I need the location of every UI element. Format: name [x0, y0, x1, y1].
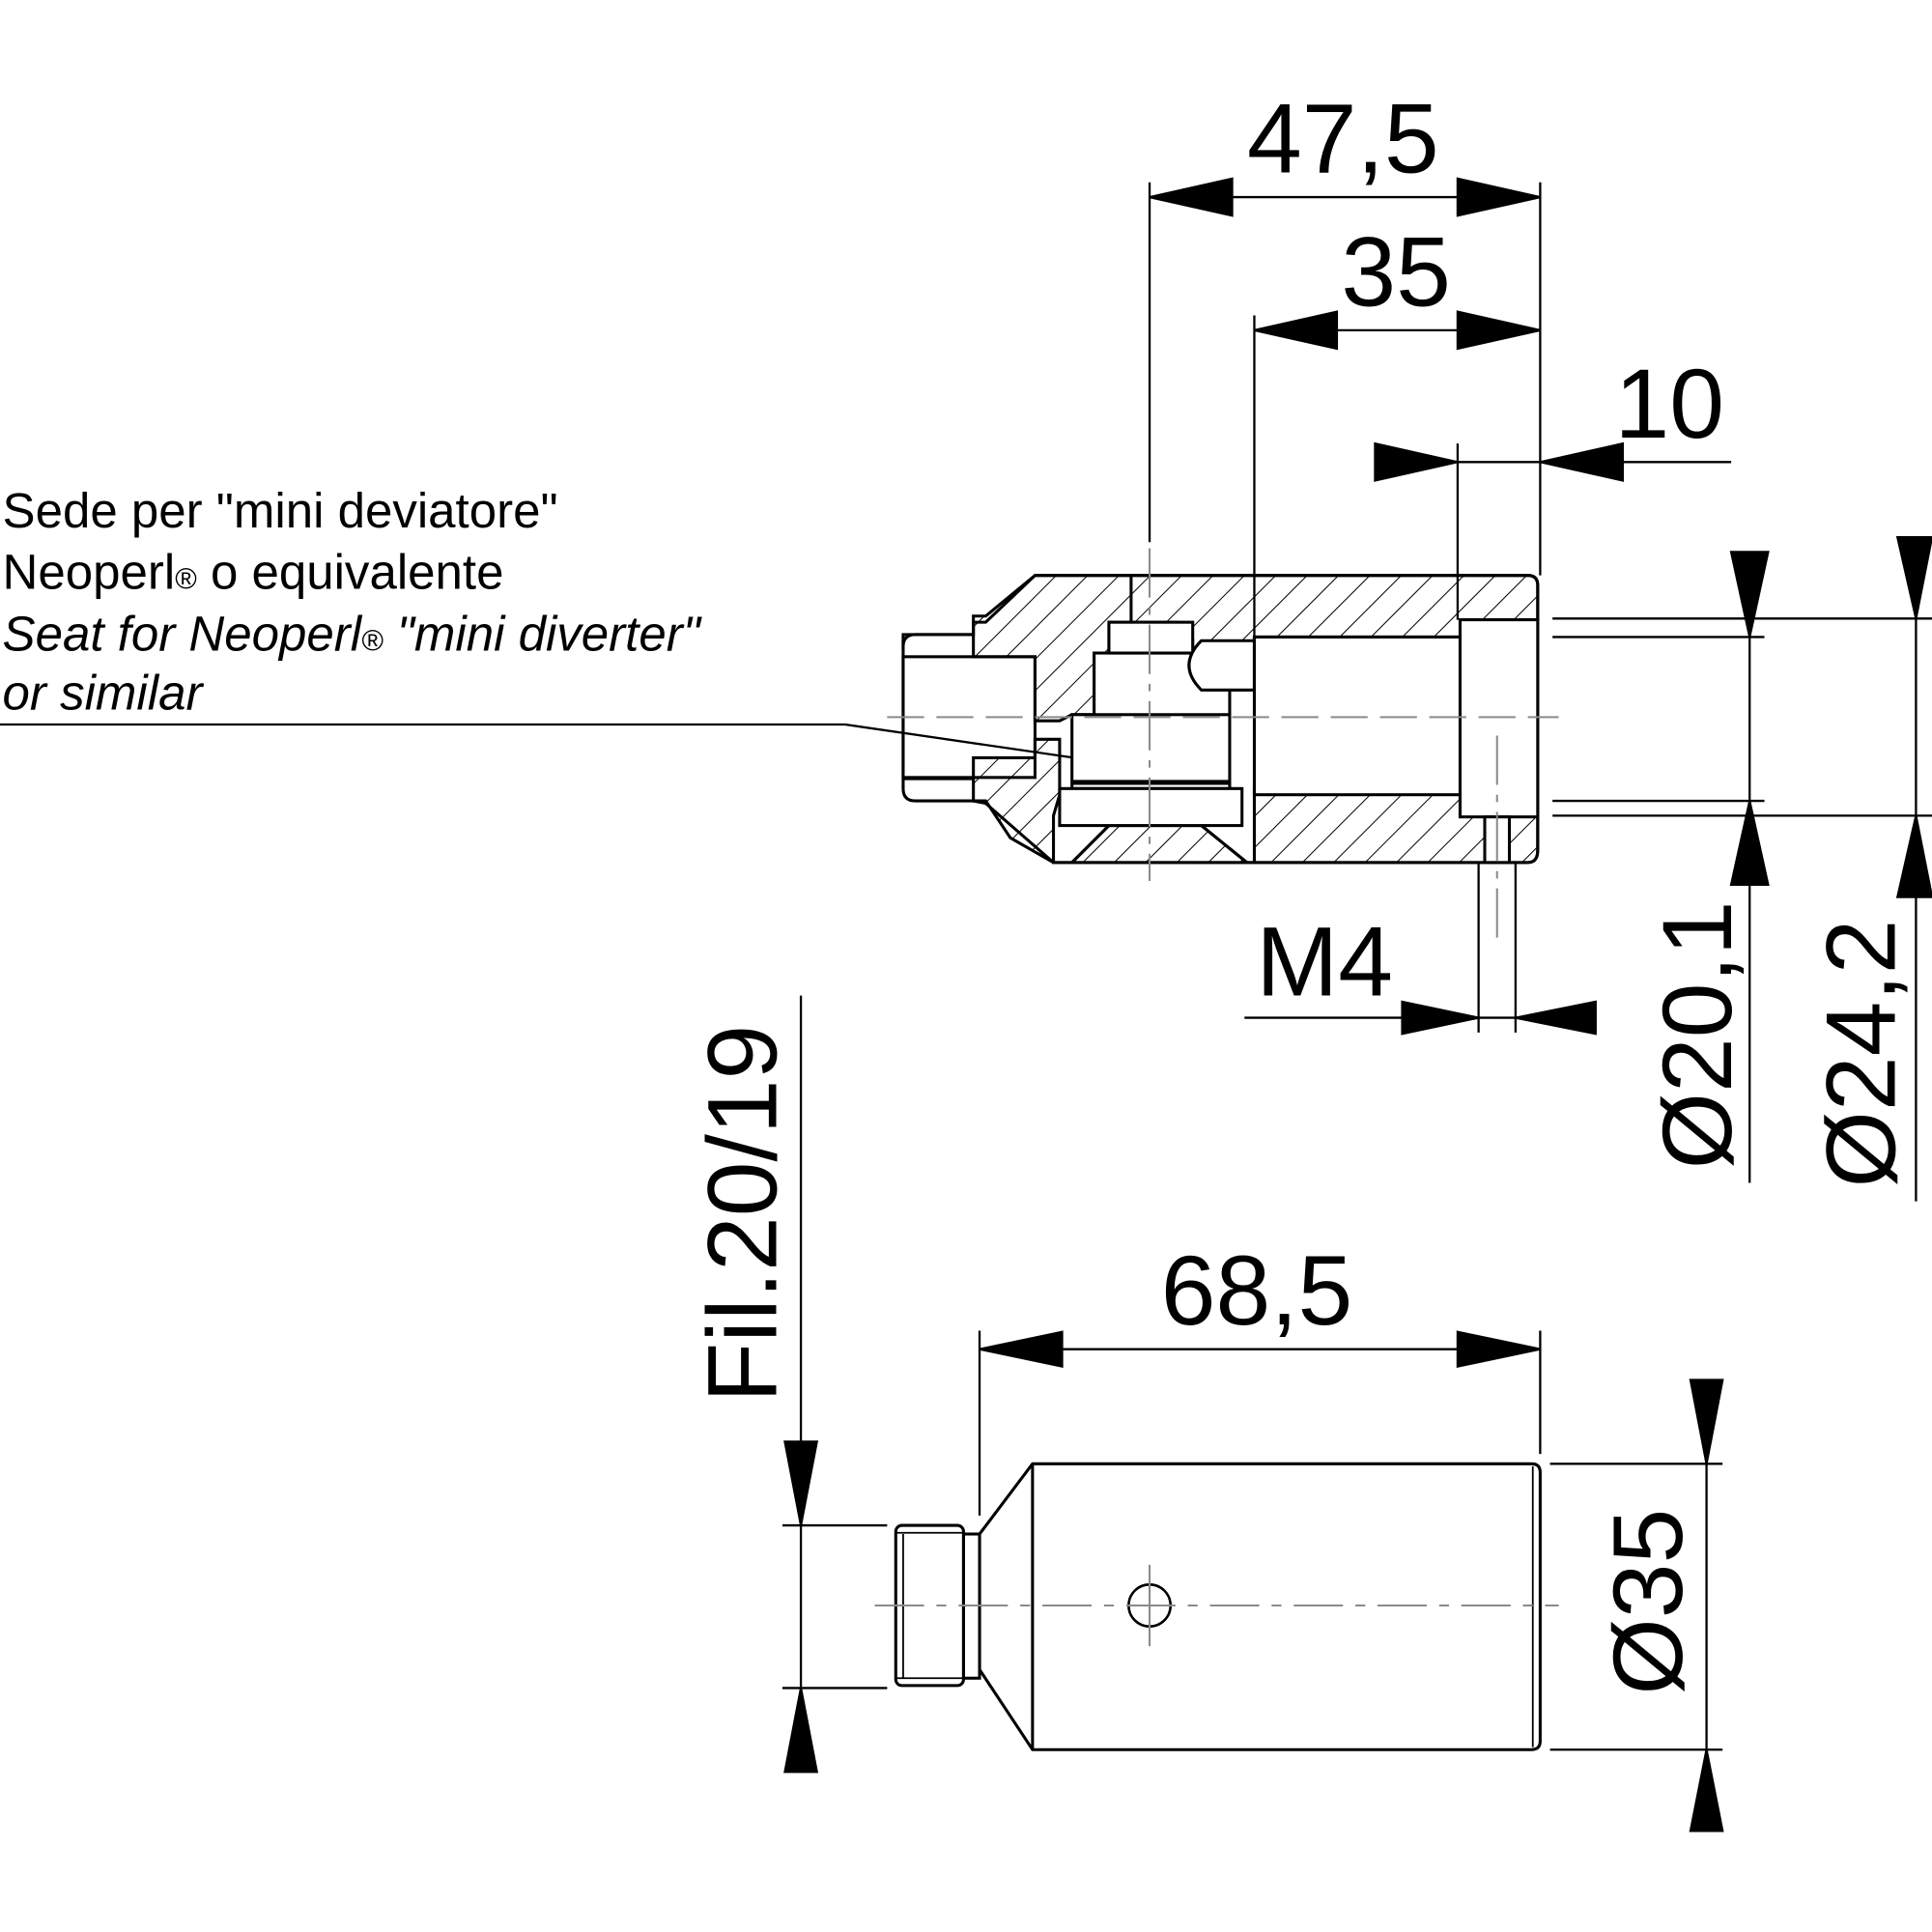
registered-mark: ®: [361, 624, 384, 657]
note-line-2: Neoperl® o equivalente: [3, 545, 504, 600]
conical-port: [1187, 639, 1256, 692]
note-line-1: Sede per "mini deviatore": [3, 483, 558, 538]
dimension-texts: 47,5 35 10 M4 Ø20,1 Ø24,2: [1247, 84, 1917, 1188]
dim-35: 35: [1341, 216, 1451, 327]
outer-contour: [901, 574, 1540, 865]
section-view: [901, 574, 1540, 865]
dim-dia-20-1: Ø20,1: [1642, 900, 1752, 1169]
note-line-4: or similar: [3, 666, 205, 721]
outlet-bore: [1252, 635, 1463, 797]
registered-mark: ®: [175, 563, 197, 596]
body-outline: [978, 1462, 1542, 1751]
callout-note: Sede per "mini deviatore" Neoperl® o equ…: [0, 483, 1122, 769]
dim-dia-35: Ø35: [1593, 1509, 1703, 1695]
dim-47-5: 47,5: [1247, 84, 1439, 194]
centerlines-side: [874, 1564, 1559, 1647]
dim-dia-24-2: Ø24,2: [1806, 920, 1917, 1188]
side-view: [894, 1462, 1542, 1751]
cavity-lower: [1070, 713, 1232, 790]
centerlines-section: [887, 548, 1559, 943]
note-line-3: Seat for Neoperl® "mini diverter": [3, 606, 702, 661]
cavity-seat: [1058, 786, 1244, 828]
side-dimension-lines: [781, 995, 1724, 1833]
dim-thread: Fil.20/19: [688, 1025, 798, 1403]
dim-68-5: 68,5: [1161, 1236, 1353, 1346]
dimension-lines: [1148, 177, 1932, 1202]
cavity-cap: [1107, 620, 1195, 655]
leader-line: [0, 723, 1117, 765]
outlet-recess: [1458, 618, 1540, 819]
dim-10: 10: [1615, 349, 1725, 459]
side-dimension-texts: 68,5 Fil.20/19 Ø35: [688, 1025, 1704, 1695]
dim-m4: M4: [1256, 907, 1393, 1017]
